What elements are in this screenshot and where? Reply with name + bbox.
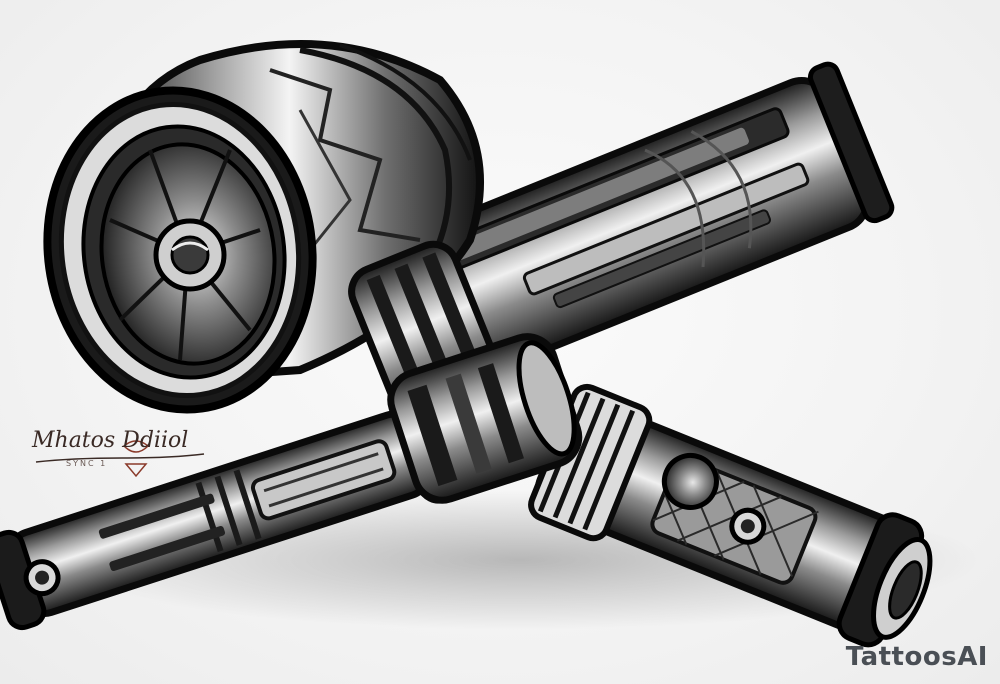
signature-flourish-icon (35, 440, 205, 478)
signature-script-text: Mhatos Ddiiol (32, 428, 189, 453)
tattoosai-watermark: TattoosAI (845, 642, 988, 672)
artist-signature: Mhatos Ddiiol SYNC 1 (32, 428, 208, 484)
lower-right-hilt (528, 383, 933, 648)
signature-subtext: SYNC 1 (66, 459, 108, 468)
center-joint (387, 333, 583, 504)
